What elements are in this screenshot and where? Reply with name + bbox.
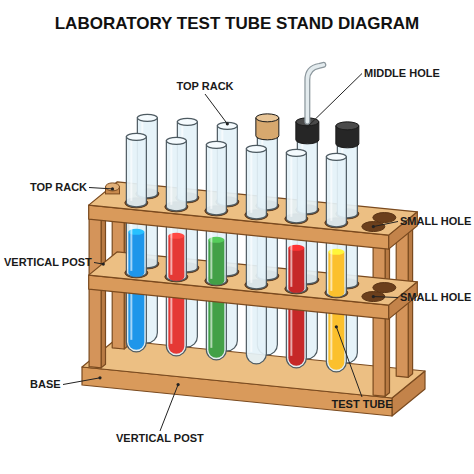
glass-highlight [210,228,212,279]
test-tube-glass [326,157,346,227]
part-label: SMALL HOLE [400,215,471,228]
leader-lines [63,74,398,432]
leader-dot [372,225,375,228]
glass-highlight [330,310,332,360]
rack-hole [373,283,396,293]
glass-highlight [210,298,212,348]
test-tube-glass [206,225,226,285]
glass-highlight [130,140,132,201]
tube-liquid [128,287,144,350]
tube-rim [246,145,266,152]
test-tube-glass [166,141,186,211]
tube-rim [166,137,186,144]
glass-highlight [250,302,252,352]
test-tube-glass [286,233,306,293]
part-label: TOP RACK [30,181,87,194]
test-tube-glass [286,303,306,368]
diagram-title: LABORATORY TEST TUBE STAND DIAGRAM [0,14,474,34]
stopper-top [256,114,279,122]
glass-highlight [170,144,172,205]
glass-highlight [330,160,332,221]
glass-highlight [290,306,292,356]
leader-line [89,188,113,189]
glass-highlight [290,156,292,217]
leader-line [373,222,398,227]
tube-rim [137,114,157,121]
tube-rim [126,133,146,140]
leader-dot [335,325,338,328]
test-tube-glass [246,149,266,219]
glass-highlight [130,220,132,271]
test-tube-glass [326,307,346,372]
glass-highlight [250,152,252,213]
part-label: VERTICAL POST [116,432,204,445]
tube-rim [217,122,237,129]
part-label: TEST TUBE [332,398,393,411]
glass-highlight [170,224,172,275]
stopper-top [336,122,359,130]
glass-highlight [130,290,132,340]
tube-liquid [288,303,304,366]
part-label: TOP RACK [177,80,234,93]
test-tube-glass [166,291,186,356]
leader-line [205,94,227,124]
test-tube-glass [246,299,266,364]
glass-highlight [330,240,332,291]
leader-dot [226,122,229,125]
part-label: MIDDLE HOLE [364,67,440,80]
test-tube-glass [286,153,306,223]
tube-rim [177,118,197,125]
leader-line [63,378,100,385]
leader-dot [177,383,180,386]
test-tube-glass [126,287,146,352]
tube-rim [206,141,226,148]
test-tube-glass [126,137,146,207]
part-label: BASE [30,378,61,391]
leader-dot [111,187,114,190]
leader-dot [102,263,105,266]
part-label: SMALL HOLE [400,291,471,304]
rack-knob-top [106,183,120,191]
rack-hole [373,213,396,223]
leader-line [373,296,398,298]
test-tube-glass [246,229,266,289]
part-label: VERTICAL POST [4,256,92,269]
leader-line [336,327,362,397]
leader-dot [306,125,309,128]
test-tube-glass [206,295,226,360]
glass-highlight [290,236,292,287]
glass-highlight [210,148,212,209]
test-tube-glass [206,145,226,215]
tube-liquid [168,291,184,354]
leader-dot [372,295,375,298]
test-tube-glass [166,221,186,281]
tube-rim [326,153,346,160]
tube-liquid [208,295,224,358]
leader-line [307,74,362,127]
test-tube-stand [82,65,425,416]
leader-line [160,385,178,431]
glass-highlight [250,232,252,283]
test-tube-glass [326,237,346,297]
rack-hole [362,222,385,232]
tube-liquid [328,307,344,370]
glass-highlight [170,294,172,344]
test-tube-glass [126,217,146,277]
leader-dot [98,376,101,379]
tube-rim [286,149,306,156]
